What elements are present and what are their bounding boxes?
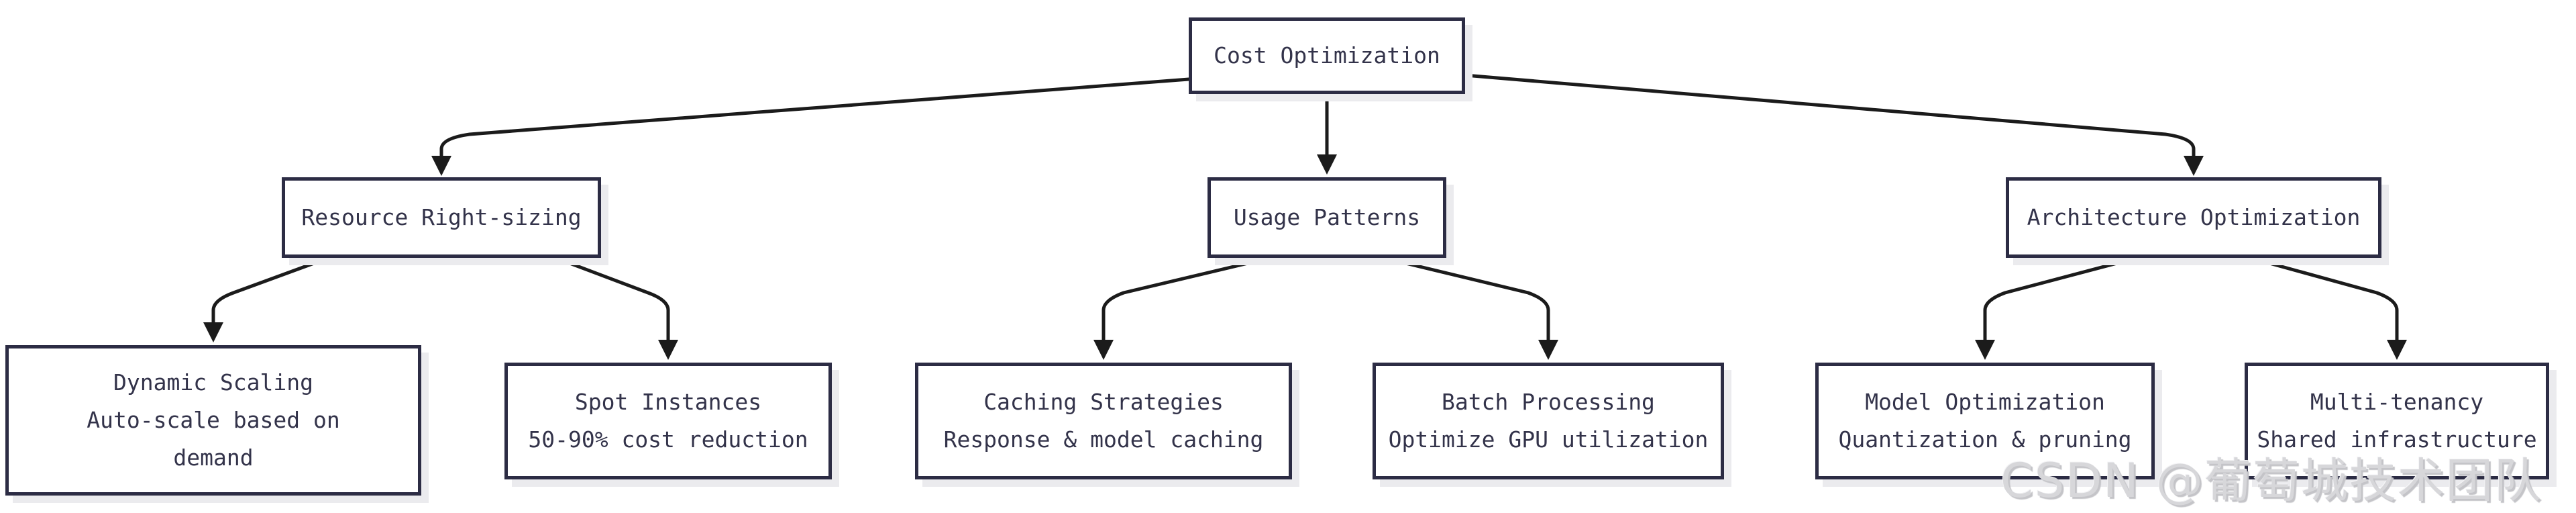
- node-label: Model Optimization: [1865, 389, 2105, 415]
- node-dynamic-scaling: Dynamic Scaling Auto-scale based on dema…: [5, 345, 421, 496]
- node-batch-processing: Batch Processing Optimize GPU utilizatio…: [1373, 363, 1724, 479]
- node-usage-patterns: Usage Patterns: [1208, 177, 1446, 258]
- node-architecture-optimization: Architecture Optimization: [2006, 177, 2381, 258]
- node-label: Spot Instances: [574, 389, 762, 415]
- node-label: Multi-tenancy: [2310, 389, 2484, 415]
- node-model-optimization: Model Optimization Quantization & prunin…: [1815, 363, 2155, 479]
- node-sublabel: Shared infrastructure: [2257, 426, 2537, 453]
- edge-resource-to-spot-instances: [553, 256, 678, 360]
- edge-usage-to-batch: [1381, 256, 1558, 360]
- node-multi-tenancy: Multi-tenancy Shared infrastructure: [2245, 363, 2549, 479]
- node-sublabel: Quantization & pruning: [1838, 426, 2132, 453]
- node-label: Dynamic Scaling: [113, 369, 313, 395]
- node-label: Batch Processing: [1442, 389, 1655, 415]
- node-cost-optimization: Cost Optimization: [1189, 17, 1465, 94]
- edge-root-to-architecture: [1463, 73, 2204, 176]
- node-label: Architecture Optimization: [2027, 204, 2361, 230]
- node-sublabel: Response & model caching: [943, 426, 1264, 453]
- node-spot-instances: Spot Instances 50-90% cost reduction: [504, 363, 832, 479]
- node-resource-right-sizing: Resource Right-sizing: [282, 177, 601, 258]
- edge-usage-to-caching: [1093, 256, 1273, 360]
- node-caching-strategies: Caching Strategies Response & model cach…: [915, 363, 1292, 479]
- edge-architecture-to-multi-tenancy: [2248, 256, 2407, 360]
- edge-resource-to-dynamic-scaling: [203, 256, 331, 342]
- node-label: Resource Right-sizing: [301, 204, 582, 230]
- node-sublabel: 50-90% cost reduction: [528, 426, 808, 453]
- node-sublabel: Optimize GPU utilization: [1388, 426, 1709, 453]
- node-label: Usage Patterns: [1233, 204, 1421, 230]
- node-label: Caching Strategies: [983, 389, 1224, 415]
- edge-architecture-to-model-opt: [1975, 256, 2139, 360]
- node-sublabel: Auto-scale based on: [87, 407, 340, 433]
- edge-root-to-resource: [431, 77, 1191, 176]
- node-sublabel: demand: [173, 445, 254, 471]
- node-label: Cost Optimization: [1214, 42, 1440, 68]
